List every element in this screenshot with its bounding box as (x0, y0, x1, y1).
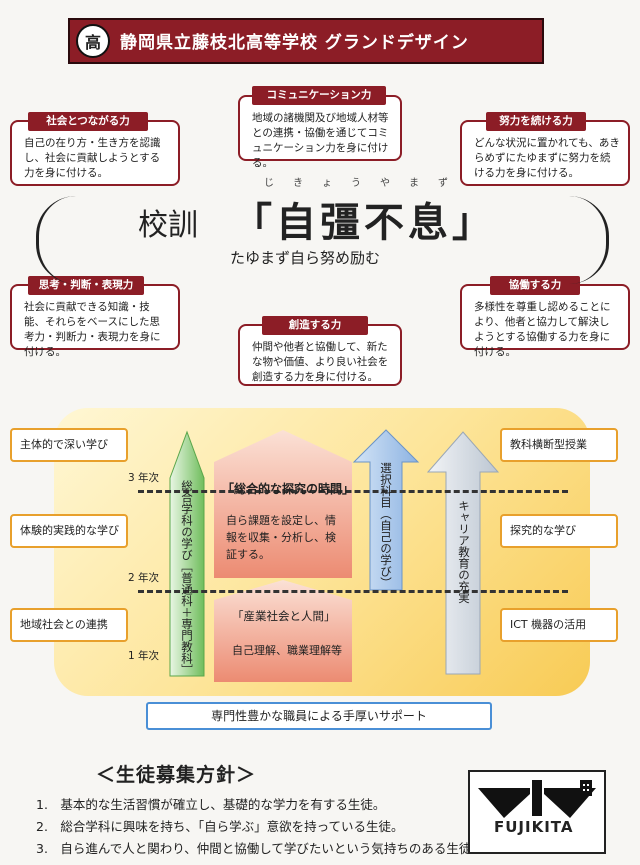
inquiry-title: 「総合的な探究の時間」 (222, 482, 355, 496)
competency-text: 自己の在り方・生き方を認識し、社会に貢献しようとする力を身に付ける。 (24, 137, 161, 179)
industry-title: 「産業社会と人間」 (232, 609, 336, 623)
competency-box-collaboration: 多様性を尊重し認めることにより、他者と協力して解決しようとする協働する力を身に付… (460, 284, 630, 358)
policy-item: 3. 自ら進んで人と関わり、仲間と協働して学びたいという気持ちのある生徒。 (36, 841, 484, 856)
general-course-column (169, 430, 205, 677)
competency-box-thinking: 社会に貢献できる知識・技能、それらをベースにした思考力・判断力・表現力を身に付け… (10, 284, 180, 358)
policy-item: 1. 基本的な生活習慣が確立し、基礎的な学力を有する生徒。 (36, 797, 386, 812)
career-arrow (426, 431, 500, 675)
logo-mark-icon (478, 780, 596, 818)
policy-heading: ＜生徒募集方針＞ (96, 764, 257, 786)
year-label-3: 3 年次 (128, 472, 160, 484)
competency-text: 地域の諸機関及び地域人材等との連携・協働を通じてコミュニケーション力を身に付ける… (252, 112, 389, 169)
motto-ruby: じきょうやまず (264, 178, 467, 189)
learning-left-item: 主体的で深い学び (10, 428, 128, 462)
year-divider (138, 490, 568, 493)
competency-label-thinking: 思考・判断・表現力 (28, 276, 144, 295)
policy-item: 2. 総合学科に興味を持ち、「自ら学ぶ」意欲を持っている生徒。 (36, 819, 404, 834)
motto-prefix: 校訓 (138, 208, 198, 243)
competency-label-effort: 努力を続ける力 (486, 112, 586, 131)
logo-text: FUJIKITA (494, 818, 574, 836)
competency-label-creation: 創造する力 (262, 316, 368, 335)
motto-main: 「自彊不息」 (232, 199, 496, 246)
emblem-char: 高 (84, 33, 101, 52)
motto-subtitle: たゆまず自ら努め励む (230, 249, 381, 267)
competency-label-collaboration: 協働する力 (490, 276, 580, 295)
support-box: 専門性豊かな職員による手厚いサポート (146, 702, 492, 730)
learning-right-item: 教科横断型授業 (500, 428, 618, 462)
learning-right-item: 探究的な学び (500, 514, 618, 548)
career-text: キャリア教育の充実 (457, 500, 471, 604)
year-label-1: 1 年次 (128, 650, 160, 662)
year-label-2: 2 年次 (128, 572, 160, 584)
general-course-text: 総合学科の学び［普通科＋専門教科］ (180, 480, 194, 676)
inquiry-house (214, 430, 352, 578)
learning-left-item: 体験的実践的な学び (10, 514, 128, 548)
industry-text: 自己理解、職業理解等 (232, 644, 342, 657)
competency-text: どんな状況に置かれても、あきらめずにたゆまずに努力を続ける力を身に付ける。 (474, 137, 620, 179)
competency-box-communication: 地域の諸機関及び地域人材等との連携・協働を通じてコミュニケーション力を身に付ける… (238, 95, 402, 169)
competency-label-social: 社会とつながる力 (28, 112, 148, 131)
motto-bracket-right (566, 196, 609, 284)
competency-text: 多様性を尊重し認めることにより、他者と協力して解決しようとする協働する力を身に付… (474, 301, 611, 358)
elective-arrow (352, 429, 420, 591)
year-divider (138, 590, 568, 593)
learning-left-item: 地域社会との連携 (10, 608, 128, 642)
page-title: 静岡県立藤枝北高等学校 グランドデザイン (120, 33, 469, 53)
competency-box-social: 自己の在り方・生き方を認識し、社会に貢献しようとする力を身に付ける。 (10, 120, 180, 186)
competency-box-effort: どんな状況に置かれても、あきらめずにたゆまずに努力を続ける力を身に付ける。 (460, 120, 630, 186)
learning-right-item: ICT 機器の活用 (500, 608, 618, 642)
competency-text: 仲間や他者と協働して、新たな物や価値、より良い社会を創造する力を身に付ける。 (252, 341, 389, 383)
competency-label-communication: コミュニケーション力 (252, 86, 386, 105)
header-banner (68, 18, 544, 64)
competency-text: 社会に貢献できる知識・技能、それらをベースにした思考力・判断力・表現力を身に付け… (24, 301, 161, 358)
elective-text: 選択科目（自己の学び） (379, 462, 393, 589)
school-emblem-icon: 高 (76, 24, 110, 58)
inquiry-text: 自ら課題を設定し、情報を収集・分析し、検証する。 (226, 514, 336, 561)
motto-bracket-left (36, 196, 79, 284)
industry-house (214, 580, 352, 682)
